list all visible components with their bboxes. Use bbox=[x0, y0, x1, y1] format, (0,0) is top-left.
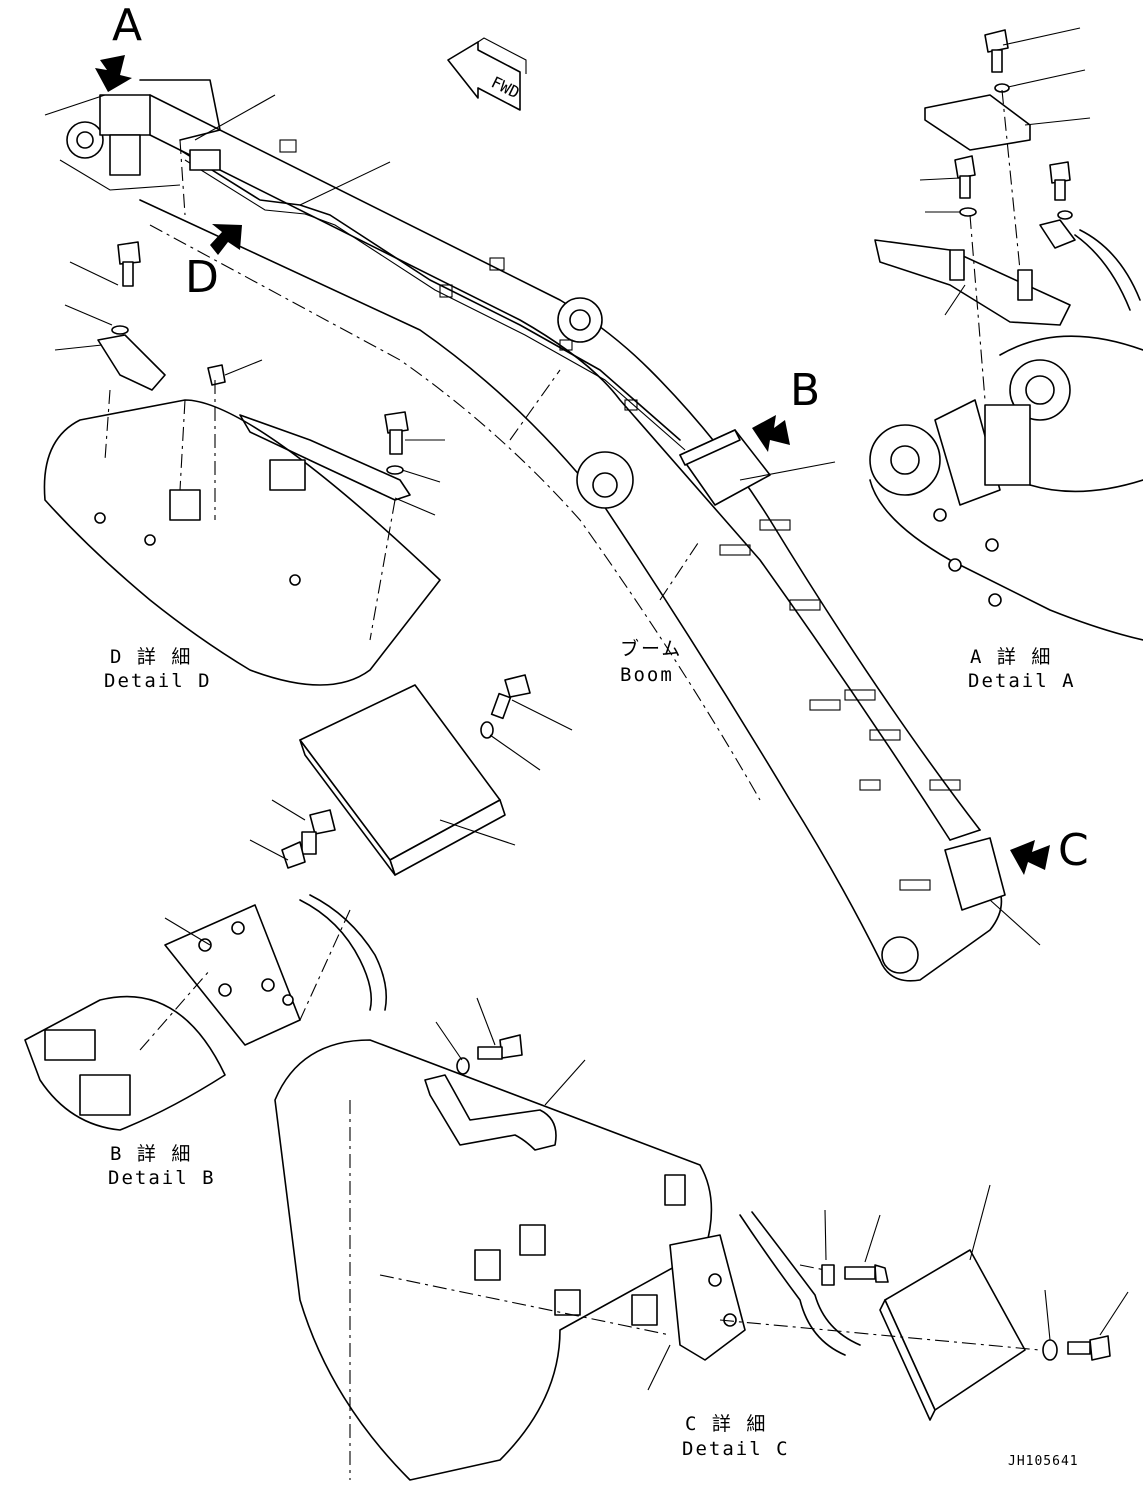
leader-lines-detail-c bbox=[435, 997, 1129, 1391]
view-letter-a: A bbox=[112, 0, 142, 51]
detail-c-group bbox=[274, 1034, 1111, 1481]
arrow-b-icon bbox=[752, 415, 790, 452]
arrow-c-icon bbox=[1010, 840, 1050, 875]
detail-d-group bbox=[43, 241, 441, 686]
detail-b-title-en: Detail B bbox=[108, 1167, 216, 1189]
leader-lines-detail-b bbox=[164, 699, 573, 946]
detail-b-title-jp: B 詳 細 bbox=[110, 1143, 192, 1165]
boom-label-jp: ブーム bbox=[620, 637, 682, 660]
detail-c-title-en: Detail C bbox=[682, 1438, 790, 1460]
fwd-arrow-icon bbox=[447, 37, 527, 111]
leader-lines-detail-d bbox=[54, 261, 445, 516]
detail-d-title-jp: D 詳 細 bbox=[110, 646, 192, 668]
view-letter-c: C bbox=[1058, 825, 1089, 876]
leader-lines-detail-a bbox=[919, 27, 1091, 316]
boom-assembly bbox=[59, 79, 1006, 982]
view-letter-d: D bbox=[185, 252, 219, 303]
detail-a-group bbox=[869, 29, 1143, 641]
arrow-a-icon bbox=[95, 55, 132, 92]
leader-lines-main bbox=[44, 94, 1041, 946]
detail-d-title-en: Detail D bbox=[104, 670, 212, 692]
detail-b-group bbox=[24, 674, 531, 1131]
detail-a-title-en: Detail A bbox=[968, 670, 1076, 692]
view-letter-b: B bbox=[790, 365, 820, 416]
arrow-d-icon bbox=[210, 224, 242, 255]
boom-label-en: Boom bbox=[620, 664, 674, 686]
drawing-number: JH105641 bbox=[1008, 1454, 1079, 1469]
detail-c-title-jp: C 詳 細 bbox=[685, 1413, 767, 1435]
detail-a-title-jp: A 詳 細 bbox=[970, 646, 1052, 668]
